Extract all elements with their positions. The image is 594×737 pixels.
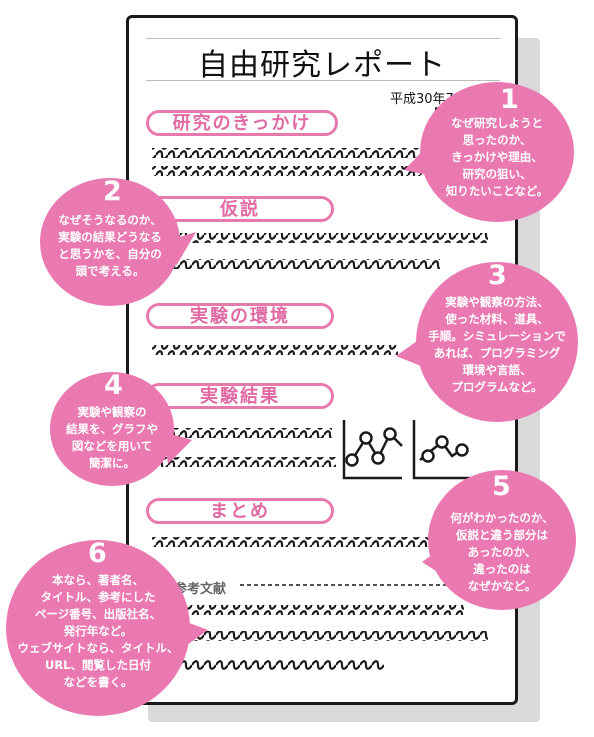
section-heading-results: 実験結果 — [146, 383, 334, 409]
callout-4-text: 実験や観察の結果を、グラフや図などを用いて簡潔に。 — [66, 405, 158, 470]
scribble-line — [152, 166, 436, 176]
callout-5-bubble — [428, 470, 576, 610]
section-heading-summary: まとめ — [146, 498, 334, 524]
scribble-line — [152, 457, 336, 467]
callout-5-number: 5 — [492, 471, 511, 502]
section-heading-motivation: 研究のきっかけ — [146, 110, 338, 136]
scribble-line — [152, 660, 384, 670]
callout-6-number: 6 — [88, 538, 107, 569]
callout-2-number: 2 — [103, 176, 122, 207]
scribble-line — [152, 148, 452, 158]
callout-3-text: 実験や観察の方法、使った材料、道具、手順。シミュレーションであれば、プログラミン… — [428, 295, 566, 394]
scribble-line — [152, 605, 464, 615]
callout-4-number: 4 — [104, 370, 123, 401]
report-title: 自由研究レポート — [198, 48, 446, 83]
scribble-line — [152, 631, 488, 641]
callout-6-bubble — [6, 540, 190, 716]
callout-5-text: 何がわかったのか、仮説と違う部分はあったのか、違ったのはなぜかなど。 — [450, 511, 554, 593]
callout-1-bubble — [420, 82, 574, 222]
scribble-line — [152, 233, 488, 243]
callout-6-text: 本なら、著者名、タイトル、参考にしたページ番号、出版社名、発行年など。ウェブサイ… — [17, 573, 179, 689]
scribble-line — [152, 428, 332, 438]
callout-1-text: なぜ研究しようと思ったのか、きっかけや理由、研究の狙い、知りたいことなど。 — [445, 116, 549, 198]
references-label: 参考文献 — [174, 582, 227, 597]
callout-1-number: 1 — [500, 84, 519, 115]
callout-3-bubble — [416, 262, 578, 422]
callout-2-text: なぜそうなるのか、実験の結果どうなると思うかを、自分の頭で考える。 — [58, 213, 162, 278]
scribble-line — [152, 259, 440, 269]
mini-chart-1 — [342, 420, 403, 480]
callout-2-bubble — [40, 178, 180, 306]
callout-4-bubble — [50, 372, 174, 486]
scribble-line — [152, 345, 398, 355]
scribble-line — [152, 537, 444, 547]
mini-chart-2 — [412, 420, 470, 480]
title-top-rule — [146, 38, 500, 39]
title-bottom-rule — [146, 80, 500, 81]
section-heading-environment: 実験の環境 — [146, 303, 334, 329]
callout-3-number: 3 — [488, 260, 507, 291]
